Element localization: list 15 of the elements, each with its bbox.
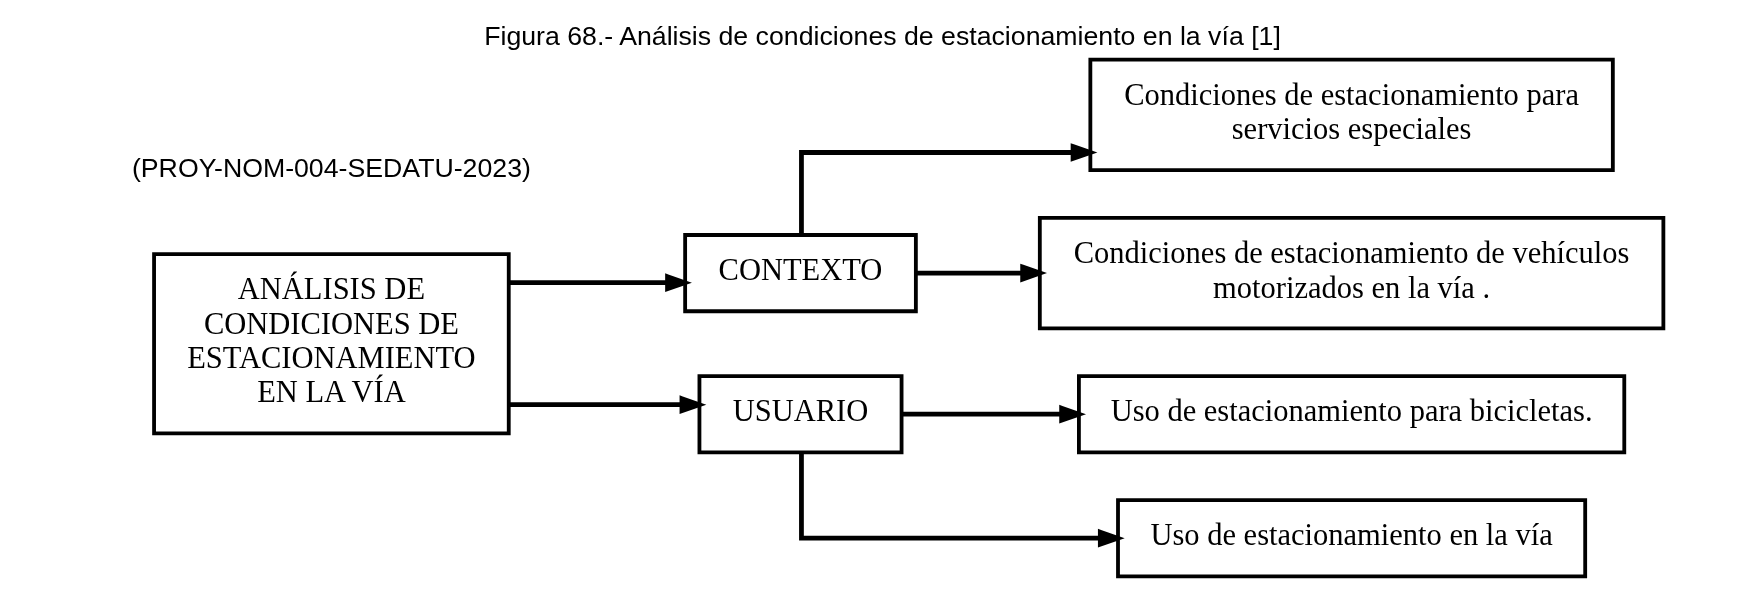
arrow: [915, 263, 1047, 283]
node-box: USUARIO: [697, 374, 903, 455]
diagram-title: Figura 68.- Análisis de condiciones de estacionamiento en la vía [1]: [483, 20, 1281, 51]
arrow: [901, 404, 1086, 424]
label: (PROY-NOM-004-SEDATU-2023): [131, 153, 531, 184]
node-box: Condiciones de estacionamiento para servicios especiales: [1087, 57, 1615, 173]
arrow: [798, 143, 1097, 235]
node-box: Uso de estacionamiento en la vía: [1115, 498, 1587, 579]
arrow: [508, 273, 692, 293]
node-box: Condiciones de estacionamiento de vehículos motorizados en la vía .: [1037, 215, 1665, 331]
node-box: Uso de estacionamiento para bicicletas.: [1076, 374, 1626, 455]
arrow: [508, 395, 706, 415]
arrow: [798, 452, 1125, 548]
node-box: ANÁLISIS DE CONDICIONES DE ESTACIONAMIENTO EN LA VÍA: [151, 252, 511, 436]
node-box: CONTEXTO: [682, 233, 918, 314]
